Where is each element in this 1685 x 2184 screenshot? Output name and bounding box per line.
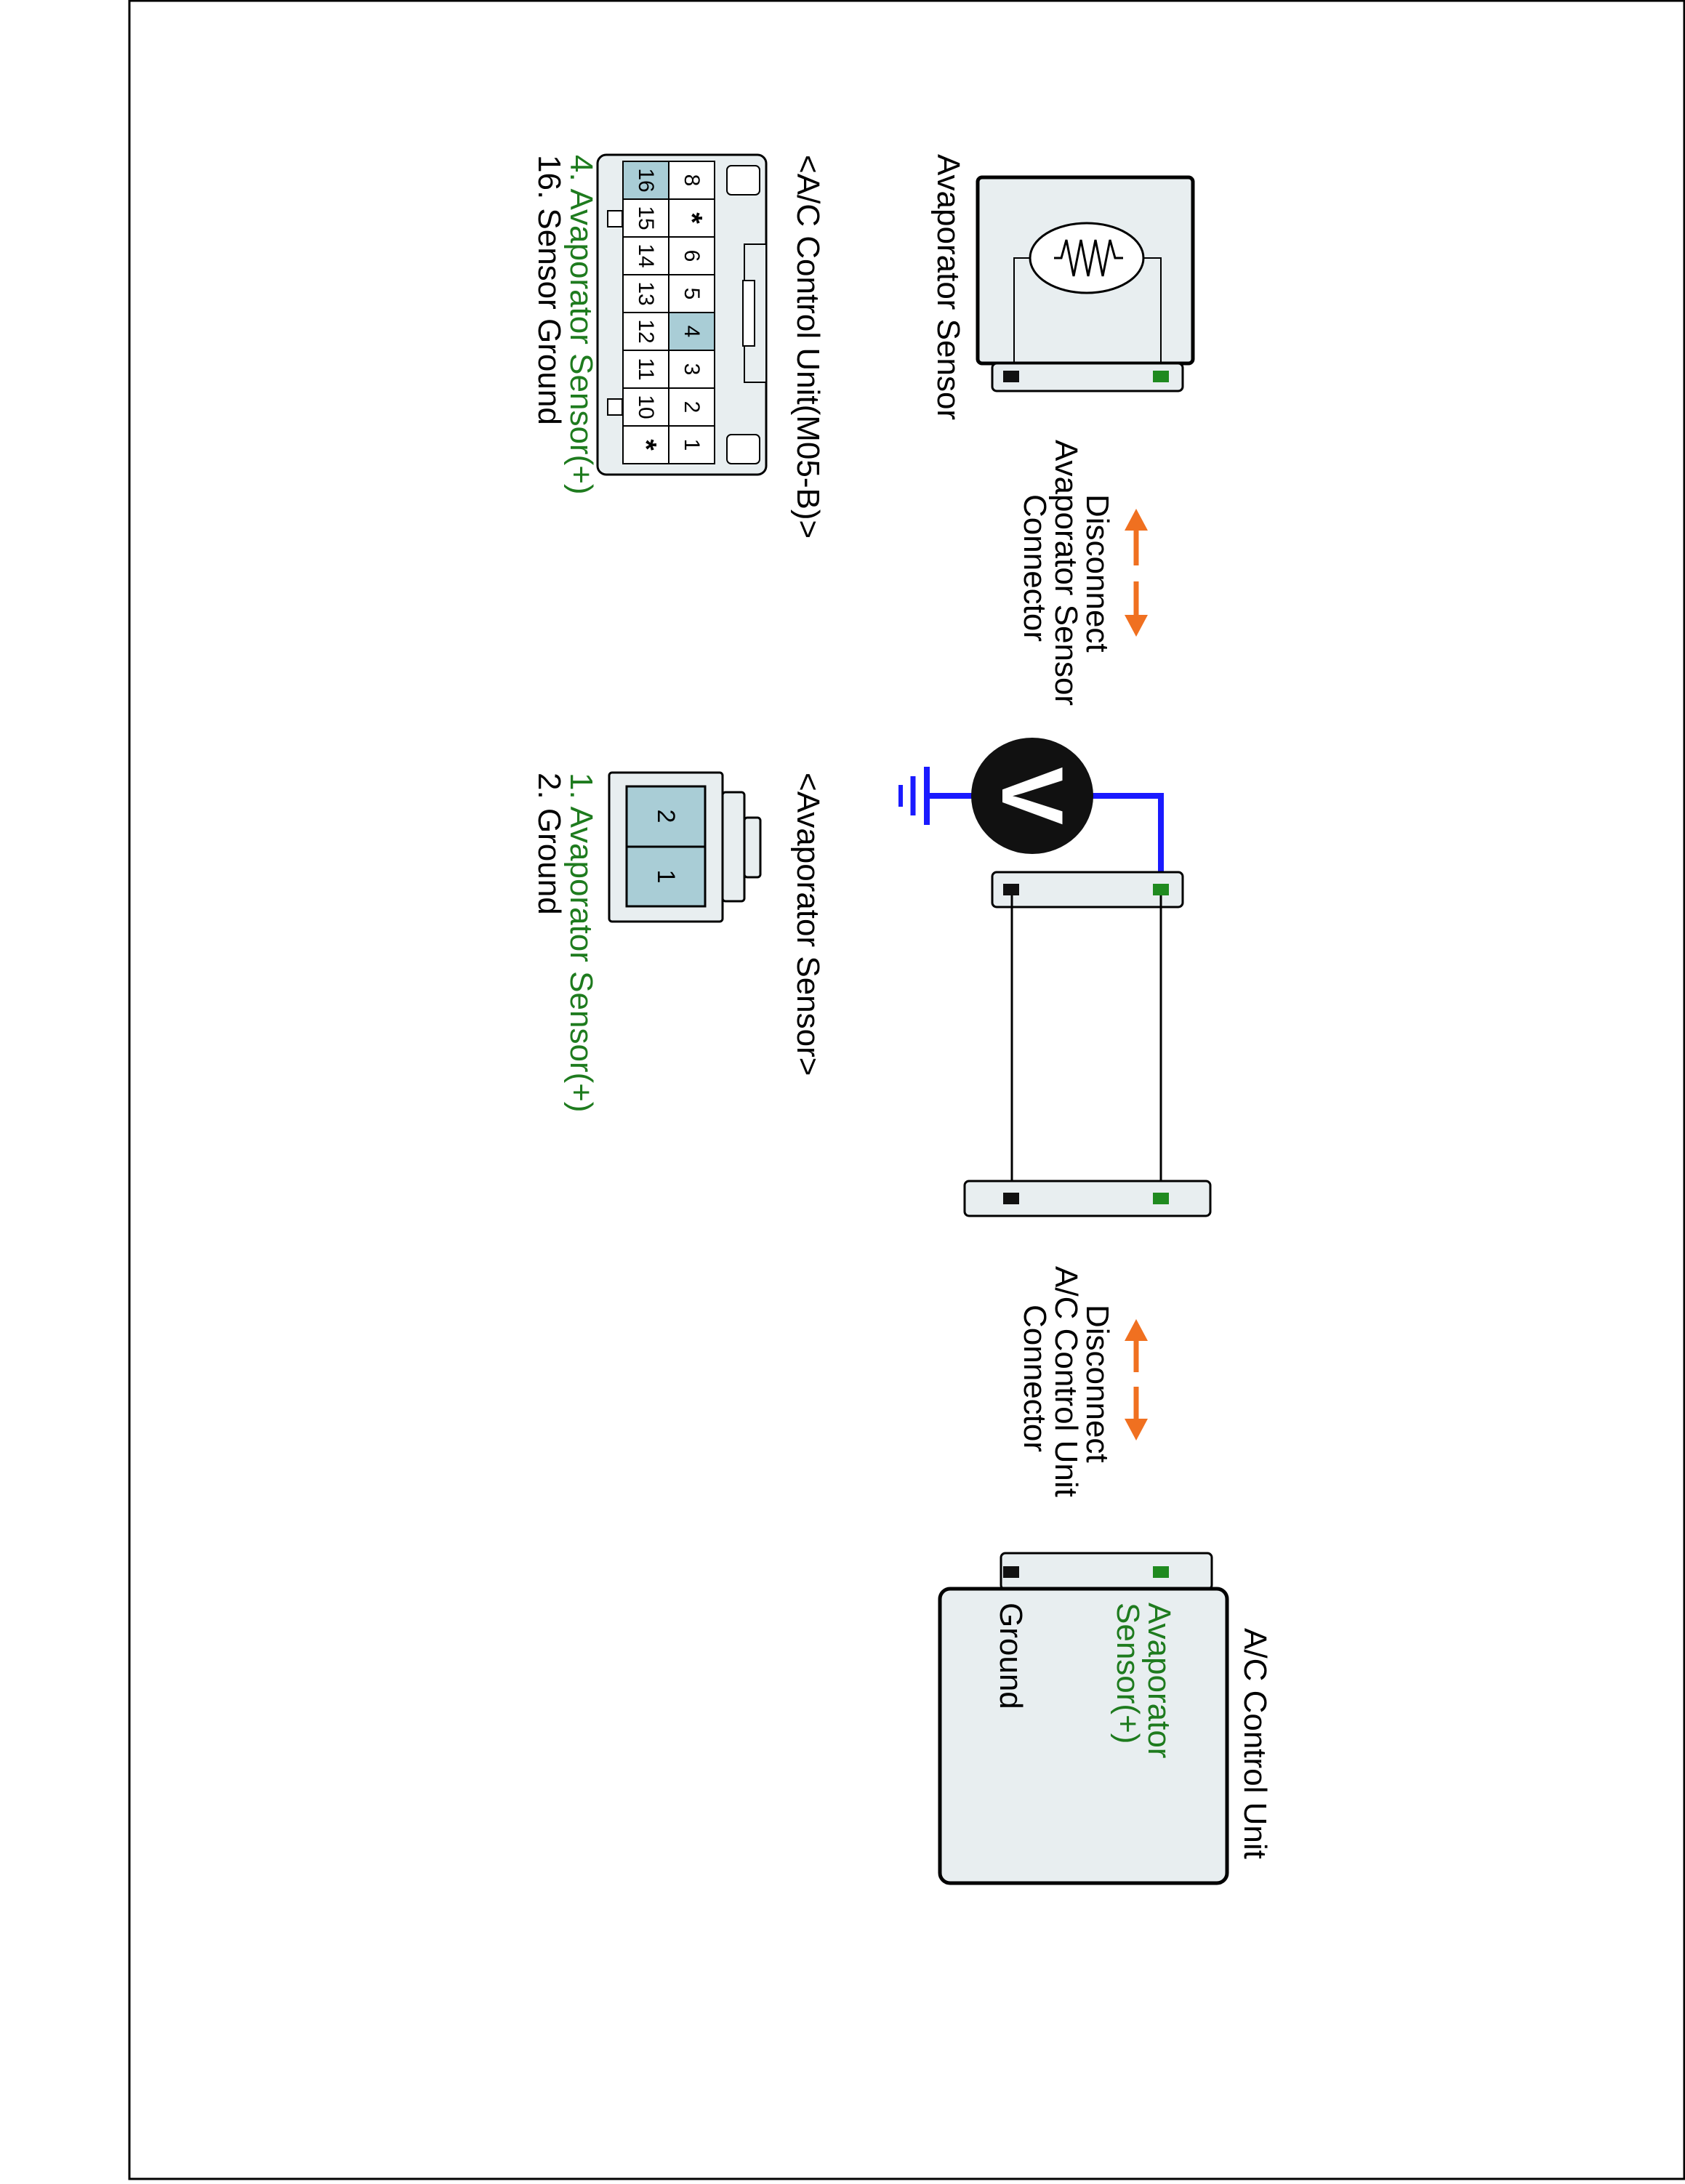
disconnect-sensor-annotation: Disconnect Avaporator Sensor Connector [1017, 440, 1148, 706]
resistor-symbol [1054, 239, 1123, 277]
key-notch-2 [607, 398, 623, 416]
arrow-down-icon [1125, 615, 1148, 637]
m05b-pin-number: 16 [634, 168, 658, 192]
sensor-ground-terminal [1003, 371, 1019, 382]
disconnect-control-line2: A/C Control Unit [1048, 1266, 1084, 1497]
connector-sensor-latch-tip [743, 816, 762, 879]
m05b-pin-number: 1 [680, 439, 704, 451]
probe-positive-lead [1089, 793, 1164, 885]
latch-tab-top [726, 165, 760, 196]
connector-sensor: <Avaporator Sensor> 2 1 1. Avaporator Se… [531, 771, 826, 1113]
harness-control-signal-terminal [1153, 1193, 1169, 1204]
harness-control-ground-terminal [1003, 1193, 1019, 1204]
m05b-pin-number: 5 [680, 288, 704, 300]
ac-control-unit: A/C Control Unit Avaporator Sensor(+) Gr… [938, 1552, 1273, 1885]
m05b-pin-number: 10 [634, 395, 658, 419]
m05b-pin-number: * [676, 212, 708, 224]
m05b-pin-cell [668, 198, 715, 238]
sensor-pin-2: 2 [652, 810, 680, 823]
control-signal-terminal [1153, 1566, 1169, 1578]
m05b-pin-number: 11 [634, 358, 658, 380]
disconnect-sensor-line1: Disconnect [1079, 494, 1115, 653]
voltmeter-icon [971, 738, 1093, 854]
m05b-pin-cell [622, 236, 669, 275]
page-frame [128, 0, 1685, 2180]
m05b-pin-label-1: 4. Avaporator Sensor(+) [563, 155, 599, 495]
connector-m05b-title: <A/C Control Unit(M05-B)> [790, 155, 826, 539]
m05b-pin-number: 15 [634, 206, 658, 230]
control-unit-connector [1000, 1552, 1213, 1591]
arrow-down-icon-2 [1125, 1419, 1148, 1440]
control-unit-title: A/C Control Unit [1237, 1628, 1273, 1859]
m05b-pin-cell [668, 161, 715, 200]
disconnect-sensor-line2: Avaporator Sensor [1048, 440, 1084, 706]
arrow-up-icon-2 [1125, 1319, 1148, 1341]
harness-sensor-ground-terminal [1003, 884, 1019, 895]
evaporator-sensor: Avaporator Sensor [930, 154, 1195, 420]
m05b-pin-cell [622, 425, 669, 464]
latch-tab-bottom [726, 434, 760, 464]
disconnect-control-line3: Connector [1017, 1305, 1053, 1452]
harness-control-side-connector [963, 1180, 1212, 1217]
disconnect-control-line1: Disconnect [1079, 1305, 1115, 1463]
m05b-pin-cell [622, 198, 669, 238]
connector-m05b: <A/C Control Unit(M05-B)> 8 * 6 5 4 3 2 1 16 15 14… [531, 153, 826, 539]
m05b-pin-cell [622, 161, 669, 200]
connector-m05b-pins: 8 * 6 5 4 3 2 1 16 15 14 13 12 11 10 * [622, 161, 715, 464]
evaporator-sensor-connector [991, 362, 1184, 392]
control-unit-ground-label: Ground [993, 1603, 1029, 1709]
thermistor-lead-signal [1143, 257, 1162, 363]
harness-sensor-signal-terminal [1153, 884, 1169, 895]
thermistor-icon [1029, 222, 1145, 294]
voltmeter-probe: V [898, 738, 1164, 885]
disconnect-sensor-line3: Connector [1017, 494, 1053, 642]
m05b-pin-label-2: 16. Sensor Ground [531, 155, 567, 425]
evaporator-sensor-label: Avaporator Sensor [930, 154, 966, 420]
m05b-pin-number: * [630, 439, 662, 451]
m05b-pin-cell [622, 274, 669, 313]
control-ground-terminal [1003, 1566, 1019, 1578]
arrow-up-icon [1125, 509, 1148, 531]
control-unit-sensor-label-line1: Avaporator [1141, 1603, 1177, 1758]
sensor-pin-1: 1 [652, 870, 680, 884]
m05b-pin-cell [668, 350, 715, 389]
m05b-pin-cell [668, 274, 715, 313]
control-unit-sensor-label-line2: Sensor(+) [1110, 1603, 1146, 1744]
m05b-pin-cell [622, 312, 669, 351]
m05b-pin-number: 6 [680, 250, 704, 262]
disconnect-control-annotation: Disconnect A/C Control Unit Connector [1017, 1266, 1148, 1497]
m05b-pin-cell [622, 350, 669, 389]
connector-sensor-latch [721, 791, 746, 903]
m05b-pin-cell [622, 387, 669, 427]
m05b-pin-number: 3 [680, 363, 704, 376]
m05b-pin-number: 4 [680, 326, 704, 338]
voltmeter-symbol: V [984, 767, 1081, 825]
harness-sensor-side-connector [991, 871, 1184, 908]
m05b-pin-number: 13 [634, 281, 658, 305]
sensor-pin-label-1: 1. Avaporator Sensor(+) [563, 773, 599, 1113]
test-harness [963, 871, 1212, 1217]
m05b-pin-cell [668, 425, 715, 464]
lock-slot [742, 280, 755, 347]
m05b-pin-number: 2 [680, 401, 704, 414]
connector-sensor-title: <Avaporator Sensor> [790, 773, 826, 1076]
sensor-pin-label-2: 2. Ground [531, 773, 567, 915]
thermistor-lead-ground [1013, 257, 1030, 363]
m05b-pin-number: 8 [680, 174, 704, 187]
control-unit-body [938, 1587, 1229, 1885]
sensor-signal-terminal [1153, 371, 1169, 382]
key-notch-1 [607, 210, 623, 227]
m05b-pin-number: 12 [634, 319, 658, 343]
m05b-pin-number: 14 [634, 243, 658, 267]
